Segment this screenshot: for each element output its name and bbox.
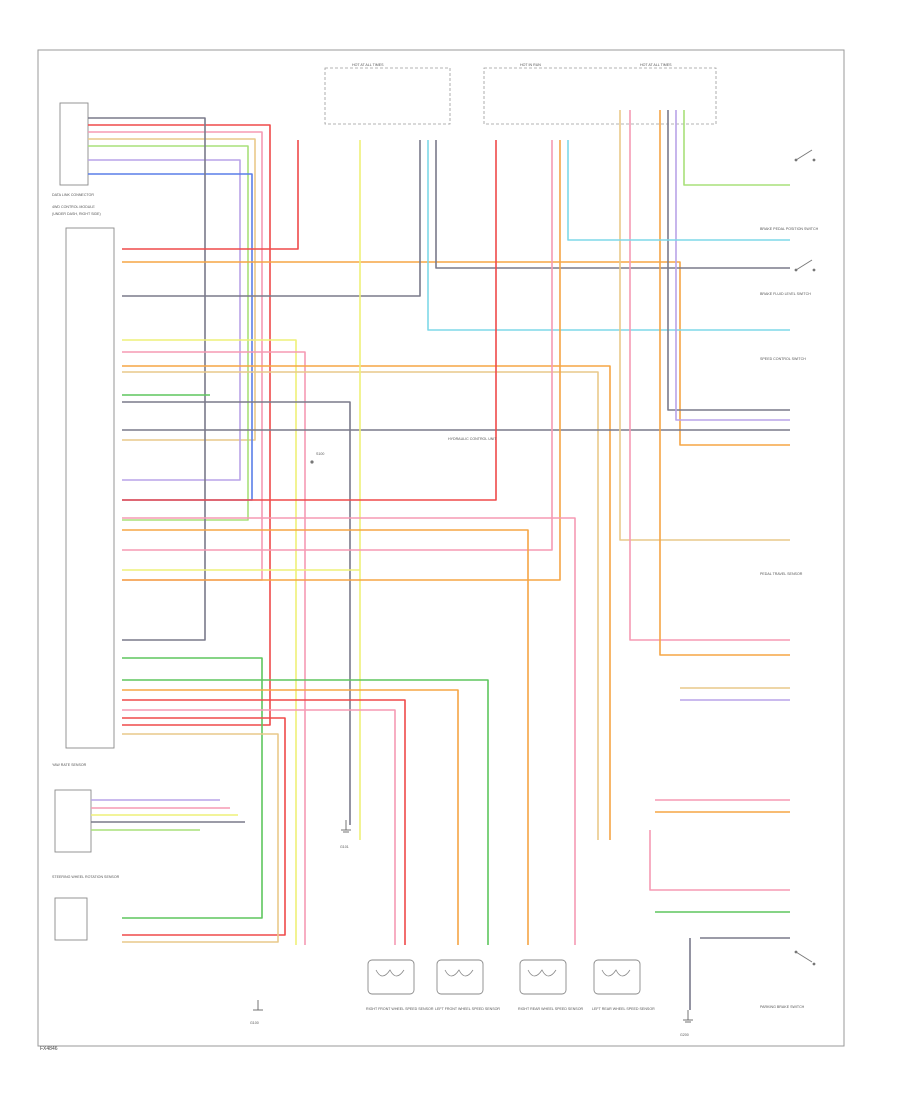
- wire-green-sensor: [122, 679, 489, 945]
- wire-gray-fuse: [122, 140, 421, 297]
- hydraulic-unit-label: HYDRAULIC CONTROL UNIT: [448, 437, 497, 441]
- wire-fuse-cyan2: [567, 140, 790, 241]
- fuse-block-mid-label: HOT IN RUN: [520, 63, 541, 67]
- ground-left-icon: G100: [250, 1000, 263, 1025]
- wire-fuse-cyan: [427, 140, 790, 331]
- wire-tan-low: [122, 733, 279, 943]
- ground-mid-icon: G101: [340, 820, 351, 849]
- wheel-sensor-lr: LEFT REAR WHEEL SPEED SENSOR: [592, 959, 655, 1011]
- wire-fuse-tan: [619, 110, 790, 541]
- ground-right-icon: G200: [680, 1010, 693, 1037]
- wire-red-low: [122, 717, 286, 936]
- wire-dlc-tan: [88, 138, 256, 441]
- pedal-travel-label: PEDAL TRAVEL SENSOR: [760, 572, 803, 576]
- svg-text:LEFT FRONT WHEEL SPEED SENSOR: LEFT FRONT WHEEL SPEED SENSOR: [435, 1007, 500, 1011]
- fuse-block-right: [483, 67, 717, 125]
- steering-sensor-label: STEERING WHEEL ROTATION SENSOR: [52, 875, 120, 879]
- switch-fluid-level: [794, 259, 816, 272]
- wire-orange-rear: [122, 365, 611, 840]
- wire-yellow-mod: [122, 339, 297, 945]
- wire-orange-sensor: [122, 689, 459, 945]
- wire-dlc-red: [88, 124, 271, 726]
- diagram-frame: [37, 49, 845, 1047]
- wire-pink-sensor: [122, 709, 396, 945]
- wire-dlc-lgreen: [88, 145, 249, 521]
- wire-dlc-violet: [88, 159, 241, 481]
- abs-control-module: [65, 227, 115, 749]
- wire-red-sensor: [122, 699, 406, 945]
- wire-fuse-red2: [122, 140, 497, 501]
- splice-point: [310, 460, 314, 464]
- wire-dlc-blue: [88, 173, 253, 501]
- wheel-sensor-rr: RIGHT REAR WHEEL SPEED SENSOR: [518, 959, 584, 1011]
- yaw-sensor-box: [54, 789, 92, 853]
- dlc-label: DATA LINK CONNECTOR: [52, 193, 94, 197]
- module-sublabel: (UNDER DASH, RIGHT SIDE): [52, 212, 101, 216]
- fuse-block-right-label: HOT AT ALL TIMES: [640, 63, 672, 67]
- svg-text:RIGHT REAR WHEEL SPEED SENSOR: RIGHT REAR WHEEL SPEED SENSOR: [518, 1007, 584, 1011]
- module-label: 4WD CONTROL MODULE: [52, 205, 95, 209]
- wire-fuse-pink2: [122, 140, 553, 551]
- wire-green-low: [122, 657, 263, 919]
- dlc-connector: [59, 102, 89, 186]
- wire-fuse-red: [122, 140, 299, 250]
- wire-right-pink2: [649, 830, 790, 891]
- wire-dlc-gray: [88, 117, 206, 641]
- wire-group: [88, 110, 790, 1010]
- svg-text:G100: G100: [250, 1021, 259, 1025]
- svg-text:LEFT REAR WHEEL SPEED SENSOR: LEFT REAR WHEEL SPEED SENSOR: [592, 1007, 655, 1011]
- fuse-block-left: [324, 67, 451, 125]
- splice-label: S100: [316, 452, 324, 456]
- page-code: FX4846: [40, 1046, 58, 1052]
- wire-fuse-gray2: [435, 140, 790, 269]
- wheel-sensor-lf: LEFT FRONT WHEEL SPEED SENSOR: [435, 959, 500, 1011]
- wire-fuse-pink3: [629, 110, 790, 641]
- fuse-block-left-label: HOT AT ALL TIMES: [352, 63, 384, 67]
- speed-control-label: SPEED CONTROL SWITCH: [760, 357, 806, 361]
- wire-fuse-violet: [675, 110, 790, 421]
- steering-sensor-box: [54, 897, 88, 941]
- park-brake-label: PARKING BRAKE SWITCH: [760, 1005, 805, 1009]
- wire-fuse-gray3: [667, 110, 790, 411]
- brake-fluid-switch-label: BRAKE FLUID LEVEL SWITCH: [760, 292, 811, 296]
- wheel-sensor-rf: RIGHT FRONT WHEEL SPEED SENSOR: [366, 959, 434, 1011]
- wire-fuse-orange3: [659, 110, 790, 656]
- wire-pink-mid: [122, 517, 576, 945]
- wire-orange-mid: [122, 529, 529, 945]
- switch-stoplamp: [794, 149, 816, 162]
- wire-orange-long: [122, 261, 790, 446]
- wire-fuse-orange2: [122, 140, 561, 581]
- svg-text:G101: G101: [340, 845, 349, 849]
- wire-gray-ground: [122, 401, 351, 825]
- wire-pink-mod: [122, 351, 306, 945]
- yaw-sensor-label: YAW RATE SENSOR: [52, 763, 87, 767]
- wire-fuse-lgreen: [683, 110, 790, 186]
- switch-park-brake: [794, 950, 816, 966]
- wire-tan-rear: [122, 371, 599, 840]
- svg-text:RIGHT FRONT WHEEL SPEED SENSOR: RIGHT FRONT WHEEL SPEED SENSOR: [366, 1007, 434, 1011]
- stoplamp-switch-label: BRAKE PEDAL POSITION SWITCH: [760, 227, 819, 231]
- svg-text:G200: G200: [680, 1033, 689, 1037]
